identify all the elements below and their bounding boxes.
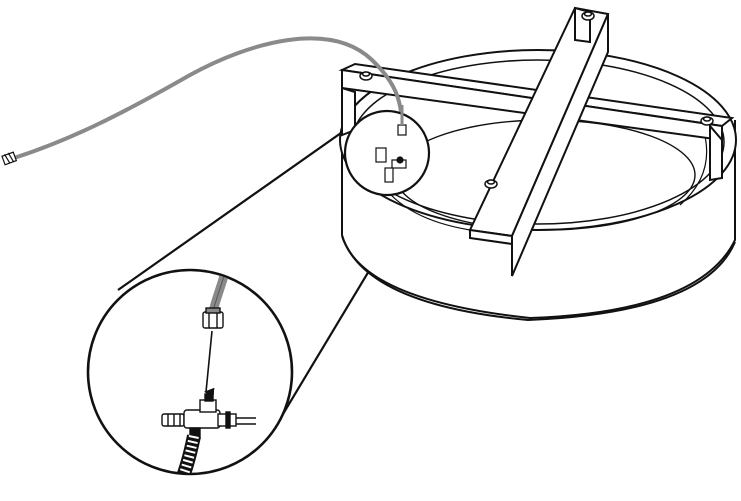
magnified-detail-circle <box>86 268 294 476</box>
arrow-down-icon <box>204 330 215 398</box>
hose-end-fitting <box>1 151 18 166</box>
corrugated-hose <box>171 434 201 473</box>
tee-valve <box>161 393 256 439</box>
hex-nut-fitting <box>202 307 224 329</box>
cross-support-frame <box>338 6 735 277</box>
supply-hose <box>12 36 404 160</box>
detail-callout-circle <box>343 105 431 197</box>
frame-bolts <box>359 11 714 189</box>
